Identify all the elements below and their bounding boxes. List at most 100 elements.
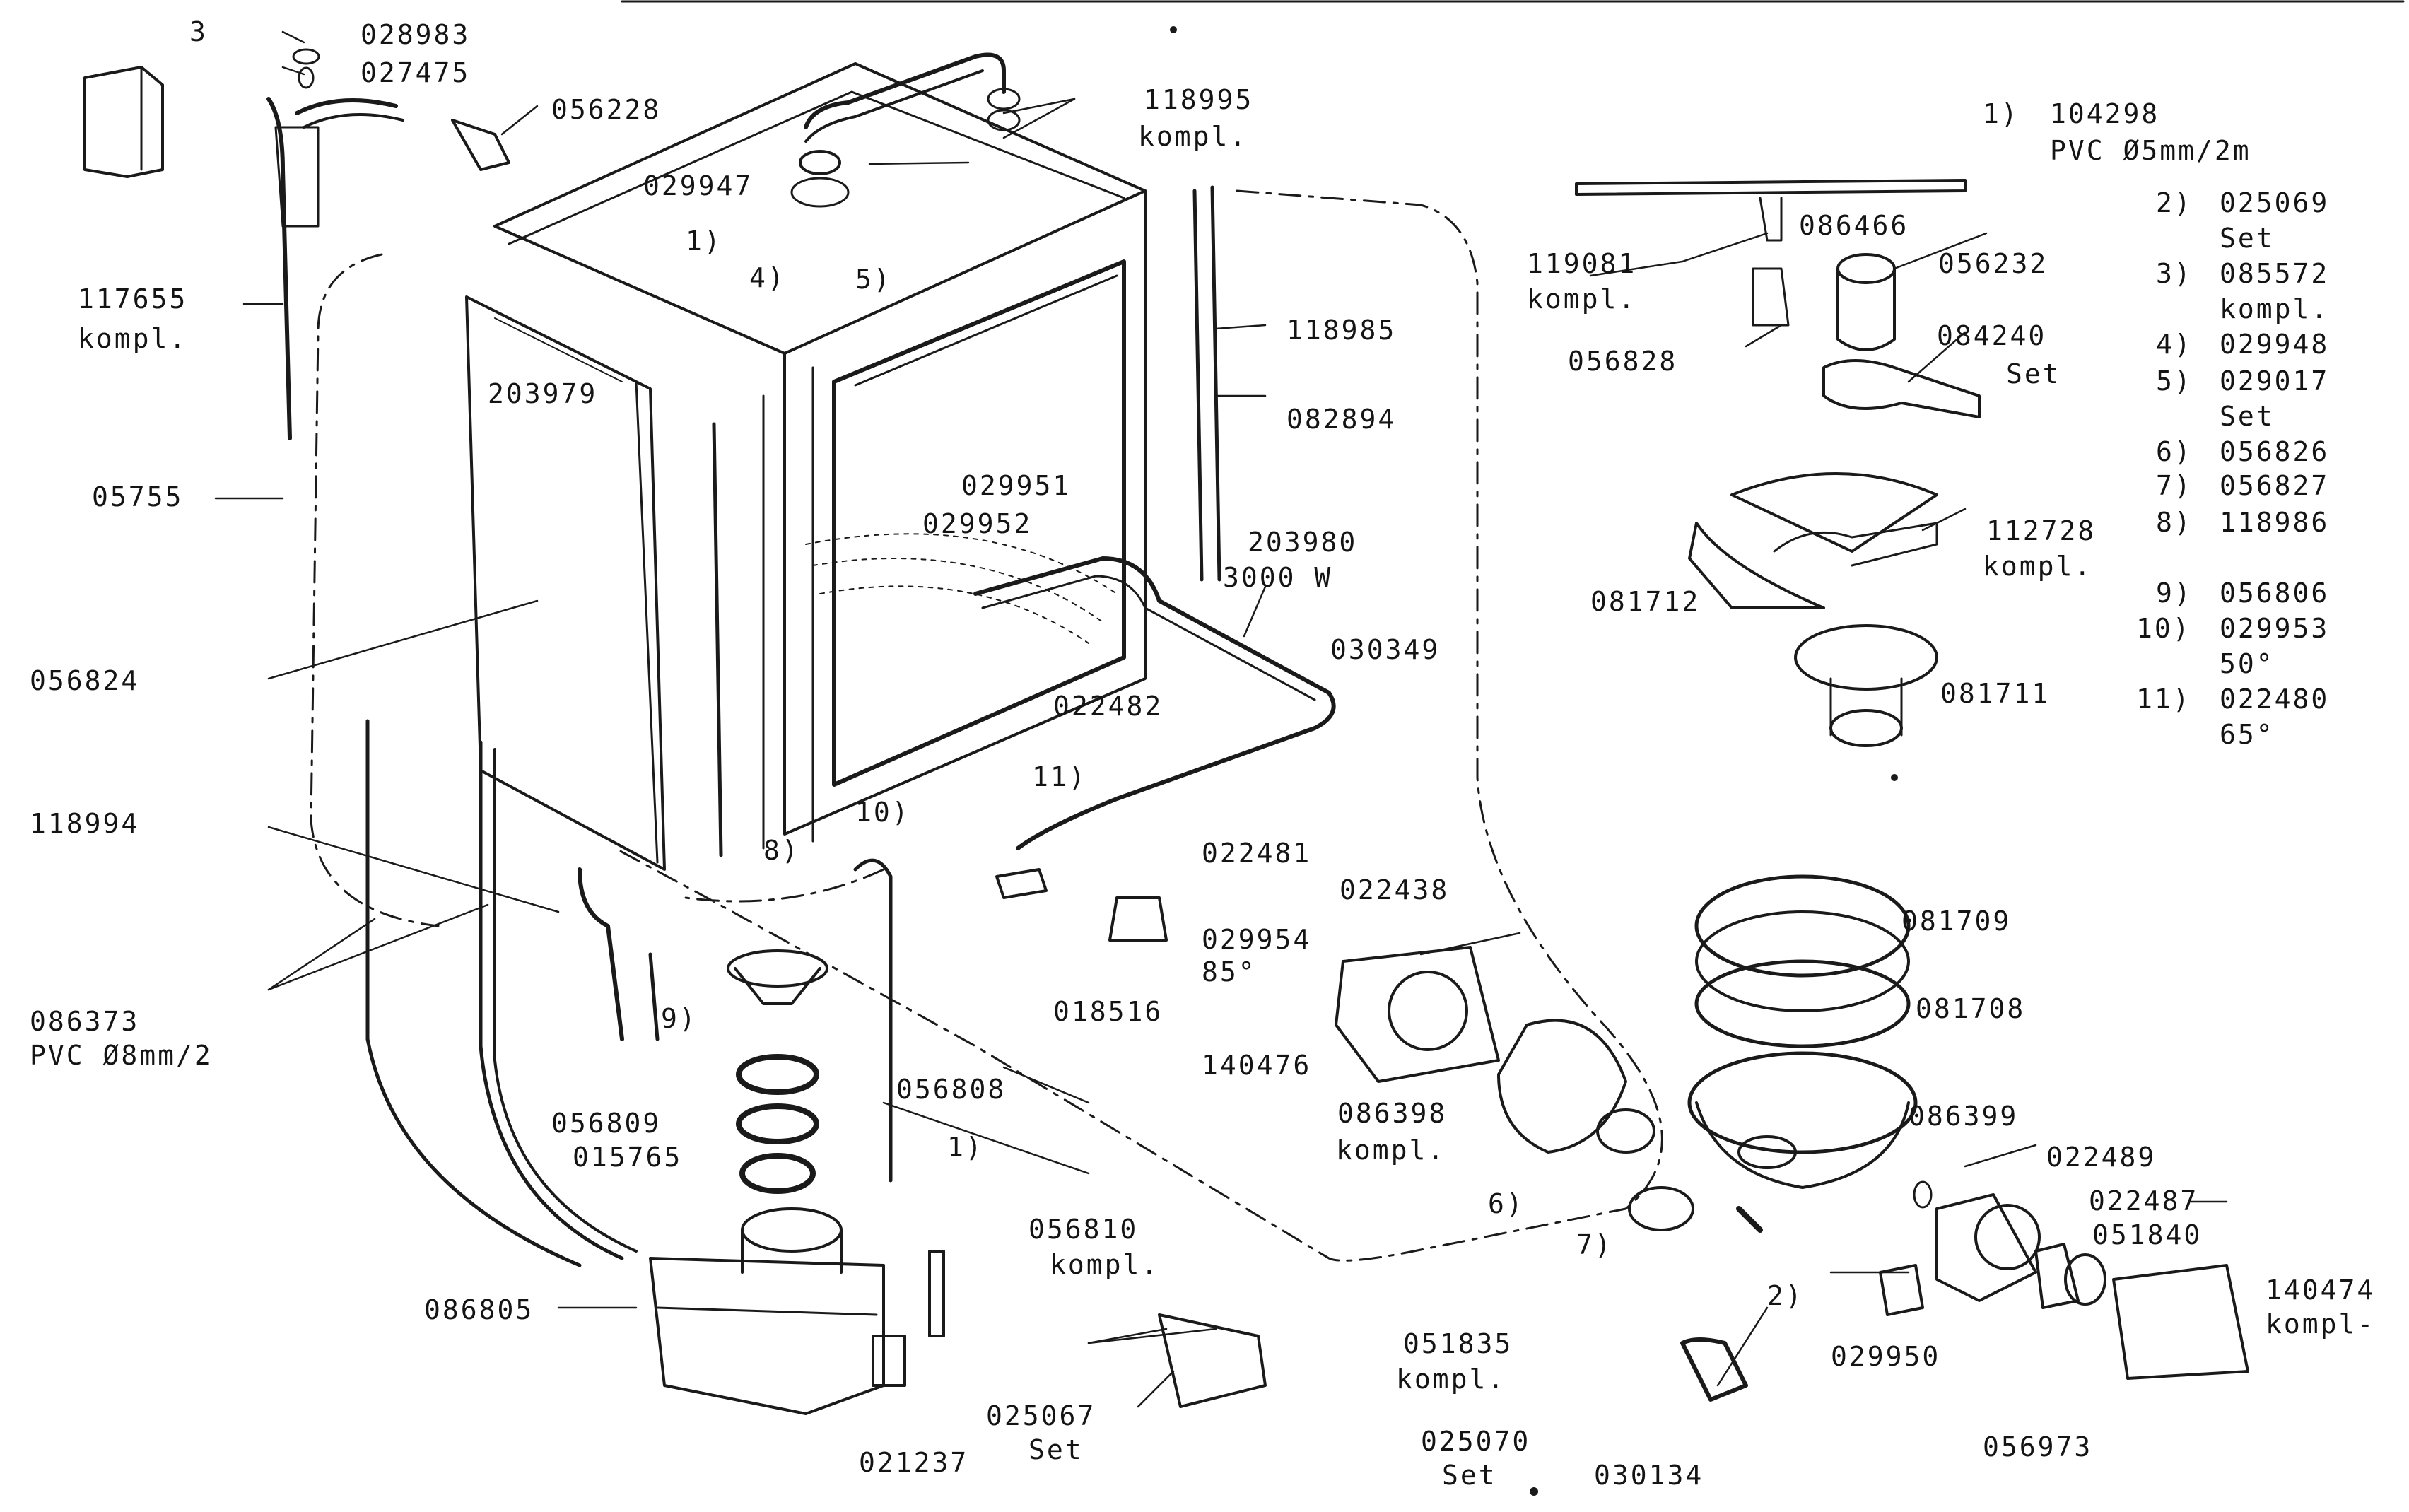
- tub-cabinet: [465, 62, 1336, 871]
- part-label: 086466: [1799, 210, 1909, 241]
- part-label: 086373: [30, 1006, 140, 1037]
- part-label: 029951: [961, 470, 1072, 501]
- legend-ref: 7): [2156, 470, 2193, 501]
- legend-note: kompl.: [2220, 293, 2330, 324]
- part-label: 056810: [1028, 1214, 1139, 1245]
- ref-label: 1): [686, 225, 722, 257]
- ref-label: 1): [947, 1132, 984, 1163]
- part-label: 029954: [1202, 924, 1312, 955]
- part-label: 056809: [551, 1108, 662, 1139]
- legend-note: Set: [2220, 223, 2275, 254]
- part-label: 3000 W: [1223, 562, 1333, 593]
- part-label: 021237: [859, 1447, 969, 1478]
- legend-part: 029017: [2220, 365, 2330, 397]
- part-label: 117655: [78, 283, 188, 315]
- legend-note: PVC Ø5mm/2m: [2050, 135, 2251, 166]
- float-switch: [928, 1250, 945, 1337]
- part-label: kompl.: [1336, 1135, 1446, 1166]
- part-label: 022438: [1340, 874, 1450, 906]
- legend-ref: 3): [2156, 258, 2193, 289]
- legend-part: 118986: [2220, 507, 2330, 538]
- part-label: 056808: [896, 1074, 1007, 1105]
- legend-ref: 1): [1983, 98, 2020, 129]
- part-label: 203980: [1248, 527, 1358, 558]
- legend-ref: 11): [2136, 684, 2191, 715]
- legend-part: 022480: [2220, 684, 2330, 715]
- legend-part: 025069: [2220, 187, 2330, 218]
- upper-spray-arm: [1575, 179, 1981, 418]
- part-label: 081709: [1901, 906, 2012, 937]
- part-label: 051840: [2092, 1219, 2203, 1250]
- ref-label: 2): [1767, 1280, 1804, 1311]
- part-label: 056828: [1568, 346, 1678, 377]
- top-spray-tube: [790, 52, 1021, 208]
- legend-ref: 4): [2156, 329, 2193, 360]
- part-label: 029950: [1831, 1341, 1941, 1372]
- part-label: 056232: [1938, 248, 2048, 279]
- part-label: 030134: [1594, 1460, 1704, 1491]
- part-label: 022489: [2046, 1142, 2157, 1173]
- legend-part: 029948: [2220, 329, 2330, 360]
- level-sensor: [872, 1335, 906, 1387]
- legend-note: 65°: [2220, 719, 2275, 750]
- legend-ref: 10): [2136, 613, 2191, 644]
- part-label: kompl.: [1983, 551, 2093, 582]
- part-label: 025070: [1421, 1426, 1531, 1457]
- part-label: 086398: [1337, 1098, 1448, 1129]
- part-label: 022482: [1053, 691, 1164, 722]
- legend-note: 50°: [2220, 648, 2275, 679]
- part-label: 056973: [1983, 1431, 2093, 1463]
- drain-pump: [1680, 1180, 2249, 1402]
- part-label: 118994: [30, 808, 140, 839]
- legend-part: 056827: [2220, 470, 2330, 501]
- ref-label: 9): [661, 1003, 698, 1034]
- part-label: 025067: [986, 1400, 1096, 1431]
- part-label: Set: [1442, 1460, 1497, 1491]
- part-label: Set: [1028, 1434, 1084, 1465]
- part-label: 05755: [92, 481, 184, 512]
- frame-dash-outline: [310, 189, 1663, 1262]
- circulation-pump: [1335, 946, 1763, 1233]
- part-label: 3: [189, 16, 208, 47]
- micro-filter: [1688, 472, 1938, 747]
- part-label: 85°: [1202, 956, 1257, 988]
- part-label: kompl.: [1138, 121, 1248, 152]
- ref-label: 8): [763, 835, 800, 866]
- part-label: kompl.: [78, 323, 188, 354]
- part-label: 086805: [424, 1294, 534, 1325]
- part-label: kompl.: [1527, 283, 1637, 315]
- part-label: 030349: [1330, 634, 1441, 665]
- part-label: 086399: [1909, 1101, 2019, 1132]
- part-label: 203979: [488, 378, 598, 409]
- leader-lines: [214, 30, 2228, 1408]
- legend-ref: 8): [2156, 507, 2193, 538]
- part-label: kompl-: [2266, 1308, 2376, 1340]
- part-label: 081711: [1940, 678, 2051, 709]
- part-label: 015765: [573, 1142, 683, 1173]
- part-label: 029952: [922, 508, 1033, 539]
- relief-valve: [1158, 1313, 1267, 1408]
- legend-part: 085572: [2220, 258, 2330, 289]
- part-label: 081708: [1916, 993, 2026, 1024]
- legend-part: 029953: [2220, 613, 2330, 644]
- heater-bracket: [995, 868, 1048, 899]
- part-label: 056228: [551, 94, 662, 125]
- part-label: PVC Ø8mm/2: [30, 1040, 213, 1071]
- part-label: 084240: [1937, 320, 2047, 351]
- part-label: kompl.: [1050, 1249, 1160, 1280]
- ref-label: 7): [1576, 1229, 1613, 1260]
- part-label: 018516: [1053, 996, 1164, 1027]
- part-label: 140474: [2266, 1274, 2376, 1306]
- ref-label: 4): [749, 262, 786, 293]
- part-label: 140476: [1202, 1050, 1312, 1081]
- sump-housing: [649, 949, 885, 1415]
- ref-label: 5): [855, 264, 892, 295]
- part-label: 081712: [1590, 586, 1701, 617]
- ref-label: 10): [855, 797, 910, 828]
- part-label: kompl.: [1396, 1364, 1506, 1395]
- drain-hose-set: [365, 719, 893, 1267]
- legend-part: 104298: [2050, 98, 2160, 129]
- ref-label: 6): [1488, 1188, 1525, 1219]
